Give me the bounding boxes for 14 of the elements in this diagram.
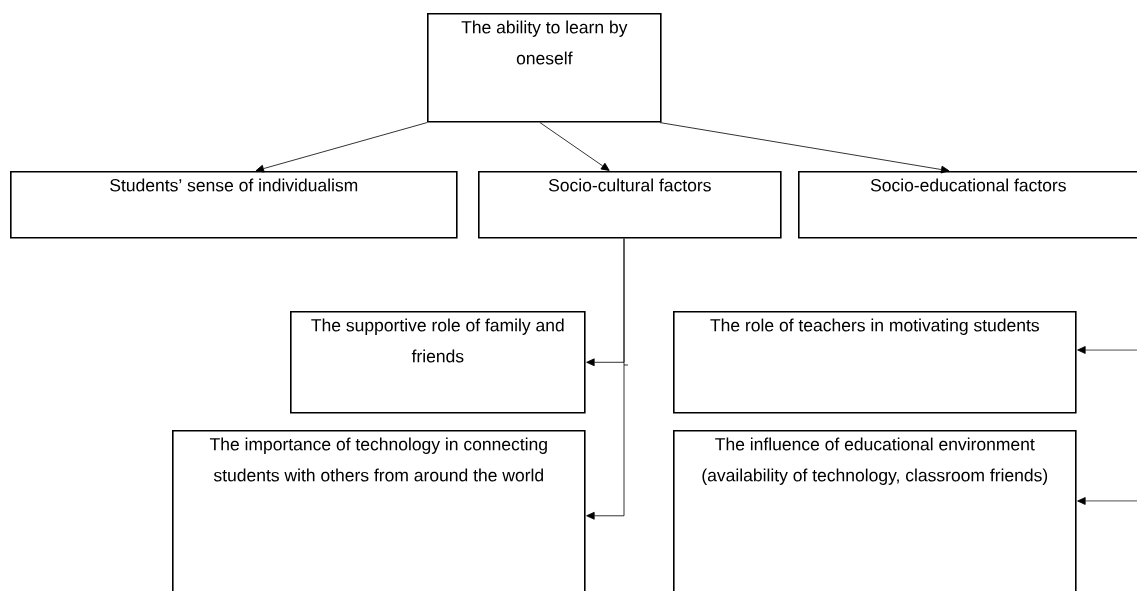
text-box: The supportive role of family and friends [290,311,586,414]
text-box: Socio-cultural factors [478,171,782,239]
text-box: The influence of educational environment (availability of technology, classroom friends) [673,430,1077,591]
arrow [659,122,950,174]
arrow [1077,497,1137,505]
text-box: The ability to learn by oneself [427,13,662,123]
arrow [255,122,428,173]
text-box: The importance of technology in connecting students with others from around the world [172,430,586,591]
arrow [539,122,610,171]
arrow [586,238,625,520]
text-box: Students’ sense of individualism [10,171,458,239]
text-box: The role of teachers in motivating students [673,311,1077,414]
text-box: Socio-educational factors [798,171,1137,239]
arrow [1077,346,1137,354]
